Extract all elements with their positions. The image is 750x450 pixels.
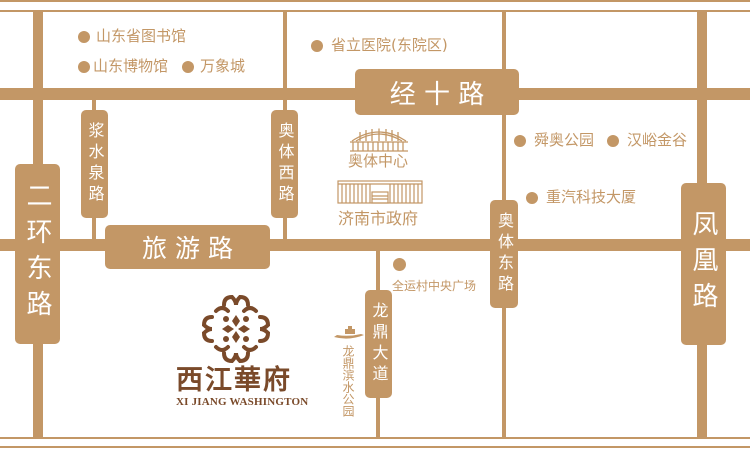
poi-hanyu-jingu: 汉峪金谷	[607, 133, 687, 148]
logo-chinese-name: 西江華府	[176, 365, 292, 396]
poi-label: 省立医院(东院区)	[331, 36, 448, 54]
location-dot-icon	[526, 191, 538, 204]
poi-quanyuncun-square: 全运村中央广场	[392, 279, 477, 293]
bottom-border-line	[0, 446, 750, 448]
poi-provincial-library: 山东省图书馆	[78, 29, 186, 44]
lvyou-road-text: 旅 游 路	[142, 234, 233, 263]
longding-avenue-label: 龙鼎大道	[365, 290, 392, 398]
bottom-inner-border-line	[0, 437, 750, 439]
poi-provincial-museum: 山东博物馆	[78, 59, 168, 74]
poi-provincial-hospital: 省立医院(东院区)	[311, 38, 448, 53]
stadium-icon	[350, 128, 408, 152]
poi-zhongqi-building: 重汽科技大厦	[526, 190, 636, 205]
xijiang-logo-emblem-icon	[201, 294, 271, 364]
top-inner-border-line	[0, 10, 750, 12]
erhuan-east-road-text: 二环东路	[22, 182, 52, 326]
poi-label: 山东省图书馆	[96, 27, 187, 45]
poi-label: 山东博物馆	[93, 57, 169, 75]
poi-wanxiang-city: 万象城	[182, 59, 245, 74]
longding-park-label: 龙鼎滨水公园	[341, 345, 355, 417]
jingshi-road-text: 经 十 路	[389, 79, 485, 110]
aoti-east-road-label: 奥体东路	[490, 200, 518, 308]
location-dot-icon	[311, 39, 323, 52]
boat-park-icon	[334, 326, 364, 339]
aoti-east-road-text: 奥体东路	[495, 212, 514, 296]
poi-label: 舜奥公园	[534, 131, 595, 149]
poi-label: 万象城	[200, 57, 246, 75]
aoti-west-road-text: 奥体西路	[275, 122, 295, 206]
jiangshuiquan-road-label: 浆水泉路	[81, 110, 108, 218]
quanyuncun-dot-icon	[393, 258, 406, 271]
fenghuang-road-text: 凤凰路	[688, 210, 718, 318]
location-dot-icon	[78, 30, 90, 43]
olympic-center-label: 奥体中心	[348, 152, 409, 170]
city-government-label: 济南市政府	[338, 209, 419, 228]
fenghuang-road-label: 凤凰路	[681, 183, 726, 345]
location-dot-icon	[78, 60, 90, 73]
top-border-line	[0, 0, 750, 2]
poi-label: 汉峪金谷	[627, 131, 688, 149]
location-dot-icon	[607, 134, 619, 147]
lvyou-road-label: 旅 游 路	[105, 225, 270, 269]
jiangshuiquan-road-text: 浆水泉路	[85, 122, 105, 206]
government-building-icon	[337, 180, 423, 204]
jingshi-road-label: 经 十 路	[355, 69, 519, 115]
location-dot-icon	[514, 134, 526, 147]
poi-label: 重汽科技大厦	[546, 188, 637, 206]
logo-english-name: XI JIANG WASHINGTON	[176, 396, 309, 408]
longding-avenue-text: 龙鼎大道	[369, 302, 389, 386]
poi-shunao-park: 舜奥公园	[514, 133, 594, 148]
location-dot-icon	[182, 60, 194, 73]
erhuan-east-road-label: 二环东路	[15, 164, 60, 344]
aoti-west-road-label: 奥体西路	[271, 110, 298, 218]
